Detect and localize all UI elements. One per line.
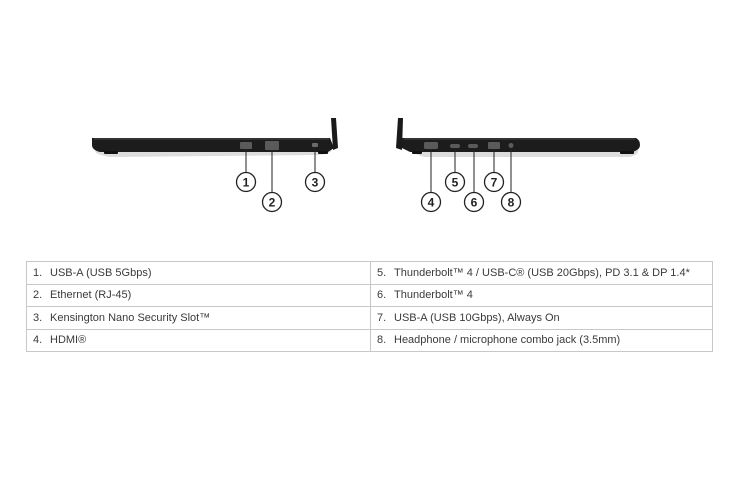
port-description: USB-A (USB 5Gbps) [50,266,152,279]
callout-leader-lines [245,147,512,193]
port-number: 5. [377,266,387,279]
callout-circle-1 [235,171,257,193]
callout-label-8: 8 [508,196,515,210]
port-ethernet [265,141,279,150]
left-foot-front [104,151,118,154]
port-number: 2. [33,289,43,302]
laptop-left-side-view [92,118,338,157]
table-cell: 1. USB-A (USB 5Gbps) [26,261,371,285]
port-description: Thunderbolt™ 4 [394,289,473,302]
callout-circle-8 [500,191,522,213]
port-audio-jack [508,143,514,148]
callout-circle-2 [261,191,283,213]
port-thunderbolt-2 [468,144,478,148]
callout-label-7: 7 [491,176,498,190]
port-description: USB-A (USB 10Gbps), Always On [394,311,560,324]
callout-label-6: 6 [471,196,478,210]
table-cell: 8. Headphone / microphone combo jack (3.5… [370,328,713,352]
port-usb-a-left [240,142,252,149]
port-security-slot [312,143,318,147]
ports-legend-table: 1. USB-A (USB 5Gbps) 5. Thunderbolt™ 4 / U… [26,261,713,352]
right-lid [396,118,403,150]
port-thunderbolt-1 [450,144,460,148]
laptop-side-views-diagram: 1 2 3 4 5 6 7 8 [92,118,640,213]
callout-circle-3 [304,171,326,193]
port-number: 6. [377,289,387,302]
callout-circle-4 [420,191,442,213]
port-number: 1. [33,266,43,279]
callout-numbers: 1 2 3 4 5 6 7 8 [243,176,515,210]
callout-circle-5 [444,171,466,193]
table-row: 1. USB-A (USB 5Gbps) 5. Thunderbolt™ 4 / U… [26,261,713,285]
port-number: 8. [377,334,387,347]
port-number: 4. [33,334,43,347]
port-description: HDMI® [50,334,87,347]
callout-label-1: 1 [243,176,250,190]
left-base-body [92,138,334,152]
port-hdmi [424,142,438,149]
table-row: 2. Ethernet (RJ-45) 6. Thunderbolt™ 4 [26,283,713,307]
callout-circle-6 [463,191,485,213]
left-foot-back [318,151,328,154]
table-cell: 5. Thunderbolt™ 4 / USB-C® (USB 20Gbps), … [370,261,713,285]
table-cell: 7. USB-A (USB 10Gbps), Always On [370,306,713,330]
port-description: Headphone / microphone combo jack (3.5mm… [394,334,621,347]
callout-label-5: 5 [452,176,459,190]
laptop-right-side-view [396,118,640,157]
callout-circles [235,171,522,213]
callout-circle-7 [483,171,505,193]
table-cell: 3. Kensington Nano Security Slot™ [26,306,371,330]
left-lid [331,118,338,150]
callout-label-3: 3 [312,176,319,190]
port-usb-a-right [488,142,500,149]
table-cell: 6. Thunderbolt™ 4 [370,283,713,307]
right-base-body [402,138,640,152]
right-foot-back [412,151,422,154]
port-description: Thunderbolt™ 4 / USB-C® (USB 20Gbps), PD… [394,266,690,279]
port-description: Kensington Nano Security Slot™ [50,311,211,324]
table-row: 3. Kensington Nano Security Slot™ 7. USB-A… [26,306,713,330]
callout-label-2: 2 [269,196,276,210]
table-cell: 4. HDMI® [26,328,371,352]
port-number: 3. [33,311,43,324]
callout-label-4: 4 [428,196,435,210]
table-cell: 2. Ethernet (RJ-45) [26,283,371,307]
port-description: Ethernet (RJ-45) [50,289,132,302]
table-row: 4. HDMI® 8. Headphone / microphone combo j… [26,328,713,352]
right-foot-front [620,151,634,154]
port-number: 7. [377,311,387,324]
